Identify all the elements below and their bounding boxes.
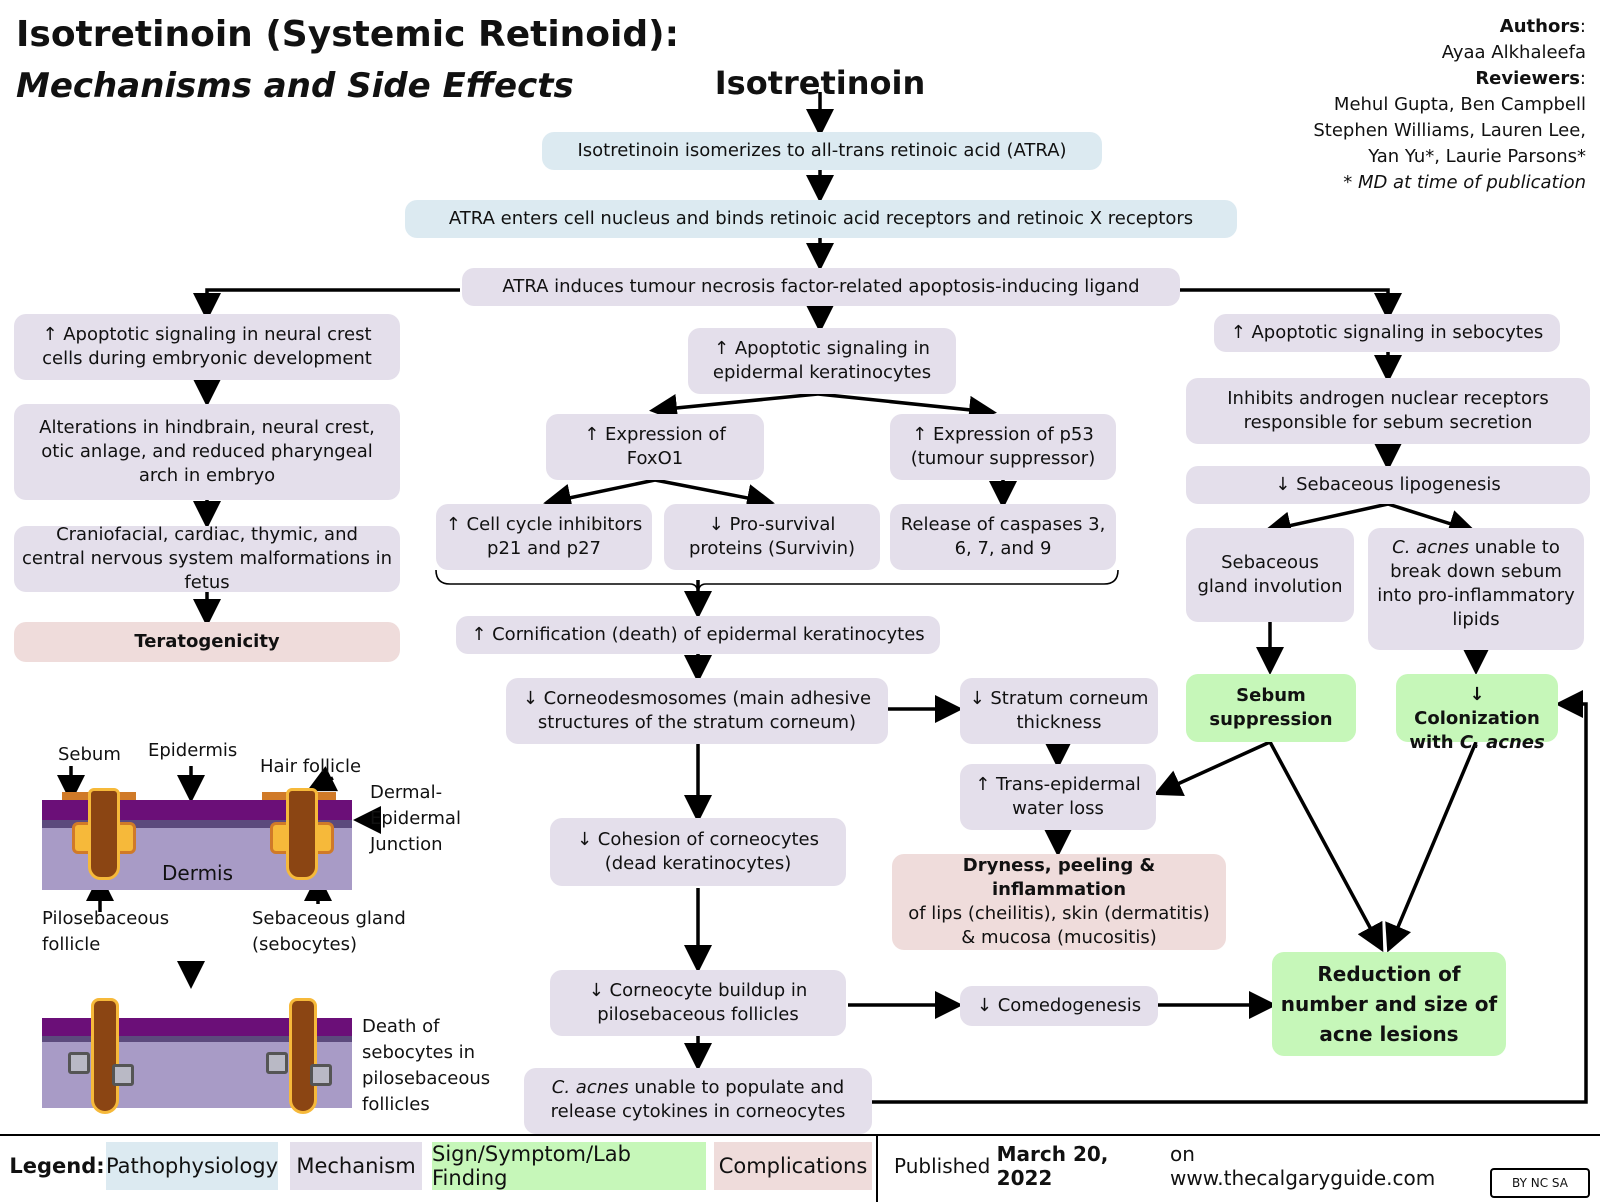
node-prosurvival: ↓ Pro-survival proteins (Survivin) [664, 504, 880, 570]
cacnes-italic-1: C. acnes [551, 1077, 629, 1098]
dryness-detail: of lips (cheilitis), skin (dermatitis) &… [908, 903, 1210, 948]
node-tewl: ↑ Trans-epidermal water loss [960, 764, 1156, 830]
legend: Legend: Pathophysiology Mechanism Sign/S… [0, 1134, 1600, 1202]
reviewers-label: Reviewers [1475, 68, 1580, 89]
node-comedogenesis: ↓ Comedogenesis [960, 986, 1158, 1026]
node-malformations: Craniofacial, cardiac, thymic, and centr… [14, 524, 400, 593]
node-caspases: Release of caspases 3, 6, 7, and 9 [890, 504, 1116, 570]
label-dej: Dermal- Epidermal Junction [370, 782, 461, 855]
credits: Authors: Ayaa Alkhaleefa Reviewers: Mehu… [1266, 14, 1586, 196]
node-p53: ↑ Expression of p53 (tumour suppressor) [890, 414, 1116, 480]
node-dryness: Dryness, peeling & inflammation of lips … [892, 854, 1226, 950]
node-cacnes-sebum: C. acnes unable to break down sebum into… [1368, 528, 1584, 650]
node-reduction: Reduction of number and size of acne les… [1272, 952, 1506, 1056]
node-cornification: ↑ Cornification (death) of epidermal ker… [456, 616, 940, 654]
node-atra-trail: ATRA induces tumour necrosis factor-rela… [462, 268, 1180, 306]
node-involution: Sebaceous gland involution [1186, 528, 1354, 622]
label-pilosebaceous: Pilosebaceous follicle [42, 908, 170, 955]
page-subtitle: Mechanisms and Side Effects [16, 66, 574, 106]
cacnes-sebum-text: unable to break down sebum into pro-infl… [1377, 537, 1575, 630]
node-cacnes-populate: C. acnes unable to populate and release … [524, 1068, 872, 1134]
published-prefix: Published [894, 1154, 991, 1178]
node-sebum-suppression: Sebum suppression [1186, 674, 1356, 742]
legend-mechanism: Mechanism [290, 1142, 422, 1190]
node-teratogenicity: Teratogenicity [14, 622, 400, 662]
authors-names: Ayaa Alkhaleefa [1441, 42, 1586, 63]
node-hindbrain: Alterations in hindbrain, neural crest, … [14, 404, 400, 500]
reviewers-line-2: Stephen Williams, Lauren Lee, [1313, 120, 1586, 141]
authors-label: Authors [1499, 16, 1580, 37]
node-androgen: Inhibits androgen nuclear receptors resp… [1186, 378, 1590, 444]
label-sebaceous-gland: Sebaceous gland (sebocytes) [252, 908, 406, 955]
cc-license-badge: BY NC SA [1490, 1168, 1590, 1198]
cacnes-italic-2: C. acnes [1392, 537, 1469, 558]
published-suffix: on www.thecalgaryguide.com [1170, 1142, 1436, 1190]
node-keratinocytes: ↑ Apoptotic signaling in epidermal kerat… [688, 328, 956, 394]
published-info: Published March 20, 2022 on www.thecalga… [894, 1142, 1454, 1190]
node-cell-cycle: ↑ Cell cycle inhibitors p21 and p27 [436, 504, 652, 570]
node-foxo1: ↑ Expression of FoxO1 [546, 414, 764, 480]
node-corneodesmosomes: ↓ Corneodesmosomes (main adhesive struct… [506, 678, 888, 744]
node-cohesion: ↓ Cohesion of corneocytes (dead keratino… [550, 818, 846, 886]
node-atra-nucleus: ATRA enters cell nucleus and binds retin… [405, 200, 1237, 238]
node-buildup: ↓ Corneocyte buildup in pilosebaceous fo… [550, 970, 846, 1036]
node-lipogenesis: ↓ Sebaceous lipogenesis [1186, 466, 1590, 504]
reviewers-line-3: Yan Yu*, Laurie Parsons* [1368, 146, 1586, 167]
label-death-sebocytes: Death of sebocytes in pilosebaceous foll… [362, 1016, 491, 1115]
node-sebocytes: ↑ Apoptotic signaling in sebocytes [1214, 314, 1560, 352]
cacnes-italic-3: C. acnes [1459, 732, 1545, 753]
label-hair-follicle: Hair follicle [260, 756, 362, 777]
colonization-text: ↓ Colonization with [1409, 684, 1540, 753]
node-neural-crest: ↑ Apoptotic signaling in neural crest ce… [14, 314, 400, 380]
label-dermis: Dermis [162, 861, 234, 885]
legend-sign-symptom: Sign/Symptom/Lab Finding [432, 1142, 706, 1190]
label-epidermis: Epidermis [148, 740, 238, 761]
label-sebum: Sebum [58, 744, 121, 765]
legend-label: Legend: [9, 1154, 105, 1178]
node-stratum: ↓ Stratum corneum thickness [960, 678, 1158, 744]
dryness-bold: Dryness, peeling & inflammation [962, 855, 1156, 900]
node-isomerize: Isotretinoin isomerizes to all-trans ret… [542, 132, 1102, 170]
legend-complications: Complications [714, 1142, 872, 1190]
legend-pathophysiology: Pathophysiology [106, 1142, 278, 1190]
node-colonization: ↓ Colonization with C. acnes [1396, 674, 1558, 753]
published-date: March 20, 2022 [996, 1142, 1109, 1190]
reviewers-line-1: Mehul Gupta, Ben Campbell [1333, 94, 1586, 115]
credits-note: * MD at time of publication [1343, 172, 1586, 193]
page-title: Isotretinoin (Systemic Retinoid): [16, 14, 679, 55]
cacnes-populate-text: unable to populate and release cytokines… [550, 1077, 846, 1122]
